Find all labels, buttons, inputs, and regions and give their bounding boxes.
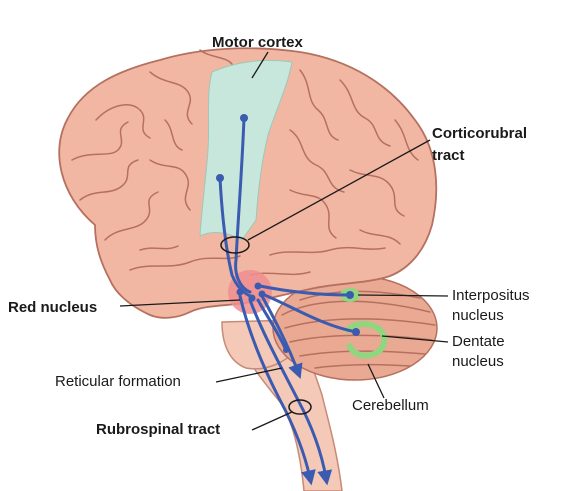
dentate-nucleus bbox=[345, 321, 388, 359]
motor-cortex bbox=[199, 60, 293, 241]
leader-motor-cortex bbox=[251, 51, 269, 79]
corticorubral-section-marker bbox=[220, 236, 250, 254]
label-corticorubral-line1: Corticorubral bbox=[432, 125, 527, 142]
label-motor-cortex: Motor cortex bbox=[212, 34, 304, 51]
label-dentate-line1: Dentate bbox=[452, 333, 505, 350]
label-rubrospinal-tract: Rubrospinal tract bbox=[96, 421, 220, 438]
label-interpositus-line1: Interpositus bbox=[452, 287, 530, 304]
label-reticular-formation: Reticular formation bbox=[55, 373, 181, 390]
cortical-folds bbox=[71, 49, 419, 276]
leader-red-nucleus bbox=[119, 299, 241, 307]
label-interpositus-line2: nucleus bbox=[452, 307, 504, 324]
leader-reticular bbox=[215, 367, 283, 383]
rubrospinal-section-marker bbox=[288, 399, 312, 415]
leader-cerebellum bbox=[367, 363, 385, 399]
label-cerebellum: Cerebellum bbox=[352, 397, 429, 414]
leader-interpositus bbox=[357, 294, 449, 297]
leader-rubrospinal bbox=[251, 411, 293, 431]
leader-dentate bbox=[381, 335, 449, 343]
leader-corticorubral bbox=[247, 139, 431, 241]
label-dentate-line2: nucleus bbox=[452, 353, 504, 370]
label-red-nucleus: Red nucleus bbox=[8, 299, 97, 316]
label-corticorubral-line2: tract bbox=[432, 147, 465, 164]
